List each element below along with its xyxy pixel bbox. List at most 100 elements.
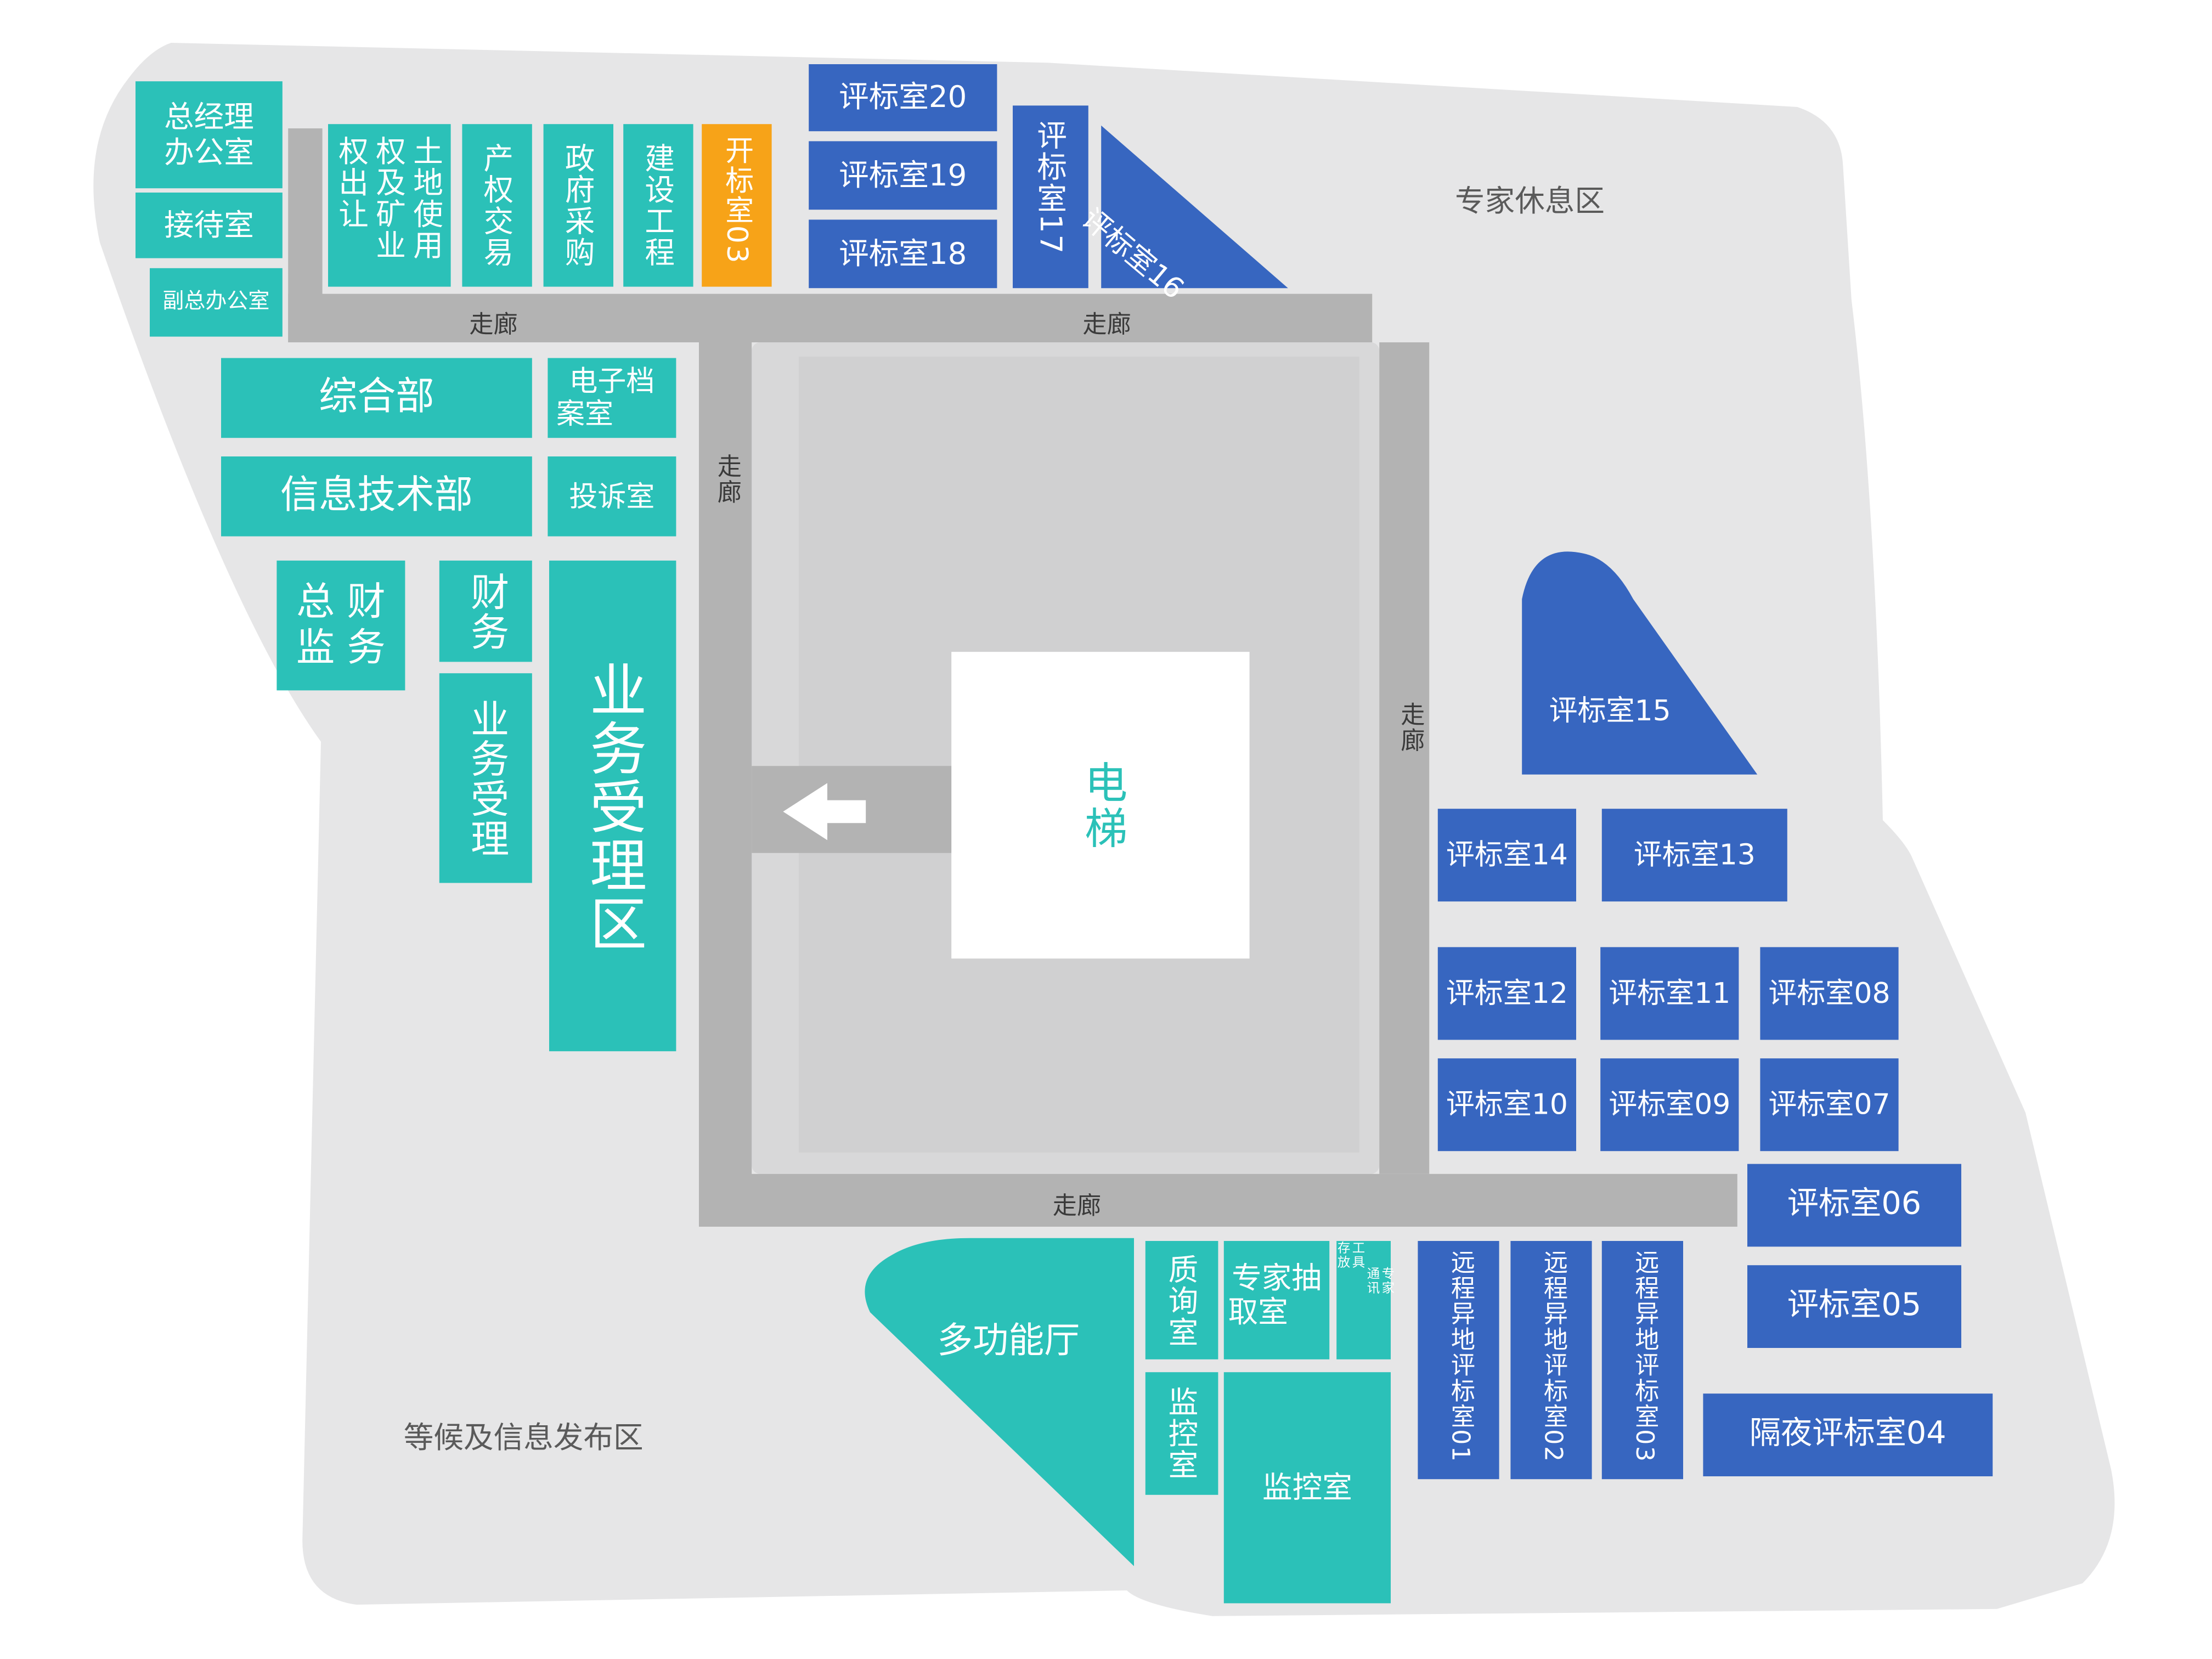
monitor-large-label: 监控室 — [1262, 1470, 1352, 1505]
general-dept[interactable]: 综合部 — [221, 358, 532, 438]
gov-procurement-room[interactable]: 政府采购 — [543, 124, 613, 287]
elevator[interactable]: 电梯 — [951, 652, 1250, 959]
tool-storage-label-1: 专家 — [1379, 1266, 1393, 1295]
finance-label: 财务 — [464, 571, 508, 651]
eval-room-09-label: 评标室09 — [1609, 1087, 1731, 1121]
expert-draw-label-1: 专家抽 — [1232, 1261, 1322, 1295]
construction-label: 建设工程 — [641, 143, 676, 268]
corridor-label-right: 走廊 — [1395, 702, 1424, 753]
general-dept-label: 综合部 — [319, 376, 435, 420]
chief-finance-label-2: 监 务 — [296, 625, 386, 670]
it-dept[interactable]: 信息技术部 — [221, 456, 532, 537]
bid-opening-03-label: 开标室03 — [720, 135, 755, 265]
tool-storage-label-2: 通讯 — [1364, 1266, 1379, 1295]
corridor-right[interactable] — [1379, 342, 1430, 1174]
land-label-3: 土地使用 — [409, 135, 444, 261]
tool-storage-label-3: 工具 — [1349, 1241, 1364, 1269]
eval-room-15-label: 评标室15 — [1549, 693, 1671, 727]
bid-opening-room-03[interactable]: 开标室03 — [702, 124, 772, 287]
land-label-2: 权及矿业 — [372, 135, 407, 261]
property-trading-room[interactable]: 产权交易 — [462, 124, 532, 287]
eval-room-08[interactable]: 评标室08 — [1760, 947, 1899, 1040]
eval-room-17-label: 评标室17 — [1033, 120, 1068, 255]
eval-room-05-label: 评标室05 — [1787, 1288, 1922, 1324]
eval-room-13[interactable]: 评标室13 — [1601, 809, 1787, 902]
it-dept-label: 信息技术部 — [280, 474, 473, 519]
eval-room-08-label: 评标室08 — [1768, 975, 1891, 1010]
overnight-eval-room-04[interactable]: 隔夜评标室04 — [1703, 1393, 1993, 1476]
multi-function-hall-label: 多功能厅 — [937, 1319, 1080, 1361]
construction-room[interactable]: 建设工程 — [623, 124, 693, 287]
eval-room-10-label: 评标室10 — [1446, 1087, 1568, 1121]
eval-room-20[interactable]: 评标室20 — [809, 64, 997, 132]
remote-eval-01-label: 远程异地评标室01 — [1445, 1249, 1474, 1463]
monitor-room-large[interactable]: 监控室 — [1223, 1372, 1391, 1604]
eval-room-11[interactable]: 评标室11 — [1600, 947, 1739, 1040]
expert-draw-label-2: 取室 — [1228, 1295, 1288, 1330]
expert-comm-tool-storage[interactable]: 专家 通讯 工具 存放 — [1334, 1241, 1393, 1359]
eval-room-04-label: 隔夜评标室04 — [1749, 1417, 1946, 1453]
archive-label-2: 案室 — [556, 396, 613, 431]
gm-office-label-1: 总经理 — [164, 100, 254, 135]
corridor-left[interactable] — [699, 342, 752, 1227]
land-mining-rights-room[interactable]: 土地使用 权及矿业 权出让 — [328, 124, 451, 287]
expert-rest-area-label: 专家休息区 — [1455, 184, 1605, 218]
remote-eval-03-label: 远程异地评标室03 — [1629, 1249, 1658, 1463]
eval-room-09[interactable]: 评标室09 — [1600, 1058, 1739, 1152]
eval-room-13-label: 评标室13 — [1633, 837, 1756, 872]
e-archive-room[interactable]: 电子档 案室 — [548, 358, 676, 438]
eval-room-06-label: 评标室06 — [1787, 1187, 1922, 1223]
business-acceptance-label: 业务受理 — [464, 698, 508, 858]
eval-room-18[interactable]: 评标室18 — [809, 219, 997, 289]
reception-room[interactable]: 接待室 — [135, 193, 283, 258]
eval-room-19-label: 评标室19 — [839, 158, 967, 193]
monitor-room-small[interactable]: 监控室 — [1145, 1372, 1218, 1495]
eval-room-06[interactable]: 评标室06 — [1747, 1164, 1961, 1247]
multi-function-hall-shape[interactable] — [865, 1238, 1134, 1566]
property-trading-label: 产权交易 — [480, 143, 515, 268]
deputy-office[interactable]: 副总办公室 — [150, 268, 283, 337]
inquiry-room[interactable]: 质询室 — [1145, 1241, 1218, 1359]
eval-room-20-label: 评标室20 — [839, 80, 967, 115]
tool-storage-label-4: 存放 — [1334, 1241, 1349, 1269]
corridor-bottom[interactable] — [699, 1173, 1737, 1227]
corridor-label-bottom: 走廊 — [1052, 1192, 1102, 1221]
land-label-1: 权出让 — [335, 135, 370, 230]
expert-draw-room[interactable]: 专家抽 取室 — [1223, 1241, 1330, 1359]
remote-eval-room-01[interactable]: 远程异地评标室01 — [1418, 1241, 1499, 1480]
corridor-label-top-left: 走廊 — [469, 311, 518, 340]
gm-office[interactable]: 总经理 办公室 — [135, 81, 283, 189]
eval-room-17[interactable]: 评标室17 — [1012, 105, 1088, 289]
eval-room-07-label: 评标室07 — [1768, 1087, 1891, 1121]
business-acceptance-area[interactable]: 业务受理区 — [549, 560, 676, 1052]
remote-eval-room-02[interactable]: 远程异地评标室02 — [1510, 1241, 1592, 1480]
eval-room-05[interactable]: 评标室05 — [1747, 1265, 1961, 1348]
archive-label-1: 电子档 — [569, 364, 655, 398]
eval-room-11-label: 评标室11 — [1609, 975, 1731, 1010]
gm-office-label-2: 办公室 — [164, 134, 254, 170]
remote-eval-02-label: 远程异地评标室02 — [1538, 1249, 1567, 1463]
eval-room-14[interactable]: 评标室14 — [1437, 809, 1576, 902]
finance-room[interactable]: 财务 — [439, 560, 532, 662]
remote-eval-room-03[interactable]: 远程异地评标室03 — [1601, 1241, 1683, 1480]
monitor-small-label: 监控室 — [1165, 1386, 1199, 1481]
arrow-left-icon — [783, 783, 866, 840]
corridor-label-left: 走廊 — [712, 453, 741, 505]
corridor-top[interactable] — [288, 294, 1373, 342]
complaint-label: 投诉室 — [569, 478, 655, 513]
eval-room-07[interactable]: 评标室07 — [1760, 1058, 1899, 1152]
inquiry-label: 质询室 — [1165, 1253, 1199, 1347]
complaint-room[interactable]: 投诉室 — [548, 456, 676, 537]
corridor-label-top-right: 走廊 — [1082, 311, 1131, 340]
eval-room-19[interactable]: 评标室19 — [809, 141, 997, 210]
business-acceptance-room[interactable]: 业务受理 — [439, 673, 532, 883]
chief-finance-room[interactable]: 总 财 监 务 — [276, 560, 405, 691]
business-area-label: 业务受理区 — [579, 659, 646, 952]
eval-room-12[interactable]: 评标室12 — [1437, 947, 1576, 1040]
eval-room-10[interactable]: 评标室10 — [1437, 1058, 1576, 1152]
eval-room-14-label: 评标室14 — [1446, 837, 1568, 872]
chief-finance-label-1: 总 财 — [296, 581, 386, 625]
eval-room-15-shape[interactable] — [1522, 551, 1758, 775]
reception-label: 接待室 — [164, 208, 254, 242]
